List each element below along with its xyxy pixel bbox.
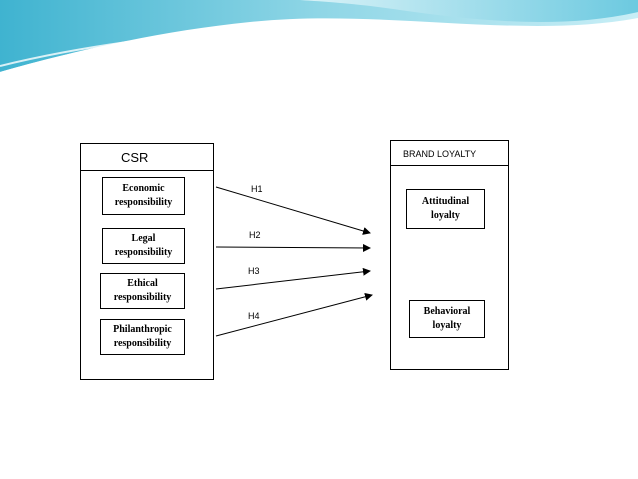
- attitudinal-loyalty-box: Attitudinal loyalty: [406, 189, 485, 229]
- h1-label: H1: [251, 184, 263, 194]
- legal-responsibility-box: Legal responsibility: [102, 228, 185, 264]
- csr-header: CSR: [81, 144, 213, 171]
- economic-responsibility-box: Economic responsibility: [102, 177, 185, 215]
- h1-arrow: [215, 186, 371, 235]
- behavioral-loyalty-box: Behavioral loyalty: [409, 300, 485, 338]
- csr-title: CSR: [121, 150, 149, 165]
- philanthropic-responsibility-box: Philanthropic responsibility: [100, 319, 185, 355]
- h4-label: H4: [248, 311, 260, 321]
- ethical-responsibility-box: Ethical responsibility: [100, 273, 185, 309]
- h3-label: H3: [248, 266, 260, 276]
- h4-arrow: [215, 292, 373, 337]
- h2-arrow: [215, 243, 371, 252]
- brand-loyalty-header: BRAND LOYALTY: [391, 141, 508, 166]
- h2-label: H2: [249, 230, 261, 240]
- h3-arrow: [215, 267, 371, 290]
- decorative-wave-banner: [0, 0, 638, 80]
- brand-loyalty-title: BRAND LOYALTY: [403, 149, 477, 159]
